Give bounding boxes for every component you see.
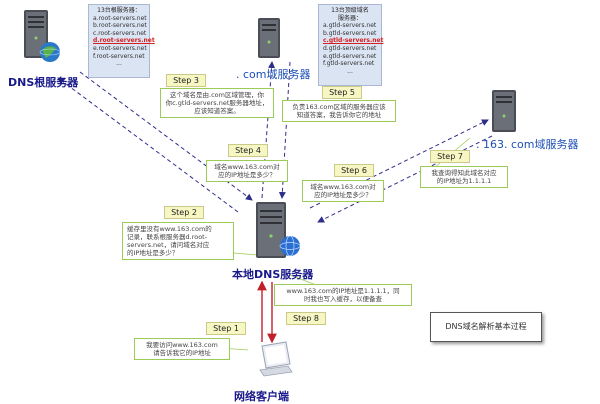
step-label: Step 6 — [334, 164, 374, 177]
com-list-title: 13台顶级域名 — [331, 7, 369, 14]
domain-server-label: . 163. com域服务器 — [476, 138, 579, 151]
arrow-step7 — [317, 135, 493, 223]
root-server-list: 13台根服务器： a.root-servers.net b.root-serve… — [88, 4, 155, 78]
root-list-item: f.root-servers.net — [93, 52, 145, 60]
note-line: 域名www.163.com对 — [310, 183, 376, 191]
step8-note: www.163.com的IP地址是1.1.1.1，同 时我也写入缓存，以便备查 — [274, 284, 412, 306]
com-list-title: 服务器： — [337, 14, 362, 22]
client-label: 网络客户端 — [234, 390, 289, 403]
note-line: 域名www.163.com对 — [214, 163, 280, 171]
note-line: servers.net，请问域名对应 — [127, 241, 210, 249]
step-label: Step 8 — [286, 312, 326, 325]
com-list-item: e.gtld-servers.net — [323, 52, 377, 60]
step3-note: 这个域名是由.com区域管理，你 你c.gtld-servers.net服务器地… — [160, 88, 274, 118]
step1-note: 我要访问www.163.com 请告诉我它的IP地址 — [134, 338, 230, 360]
root-list-item: c.root-servers.net — [93, 29, 147, 37]
note-line: 知道答案，我告诉你它的地址 — [296, 111, 382, 119]
note-line: 记录，联系根服务器d.root- — [127, 233, 208, 241]
com-list-item: b.gtld-servers.net — [323, 29, 377, 37]
step-label: Step 5 — [322, 86, 362, 99]
step7-note: 我查询得知此域名对应 的IP地址为1.1.1.1 — [420, 166, 508, 188]
note-line: 负责163.com区域的服务器应该 — [292, 103, 386, 111]
note-line: 我要访问www.163.com — [146, 341, 218, 349]
root-list-ellipsis: ... — [116, 60, 122, 68]
com-list-ellipsis: ... — [347, 67, 353, 75]
note-line: www.163.com的IP地址是1.1.1.1，同 — [286, 287, 400, 295]
client-computer-icon — [259, 341, 293, 377]
root-list-title: 13台根服务器： — [97, 7, 141, 14]
note-line: 的IP地址是多少？ — [127, 249, 179, 257]
arrow-step2 — [57, 77, 239, 213]
step2-note: 缓存里没有www.163.com的 记录，联系根服务器d.root- serve… — [122, 222, 234, 260]
step4-note: 域名www.163.com对 应的IP地址是多少？ — [206, 160, 288, 182]
root-list-item: e.root-servers.net — [93, 44, 147, 52]
note-line: 请告诉我它的IP地址 — [153, 349, 211, 357]
root-list-item: a.root-servers.net — [93, 14, 147, 22]
step5-note: 负责163.com区域的服务器应该 知道答案，我告诉你它的地址 — [282, 100, 396, 122]
diagram-title: DNS域名解析基本过程 — [430, 312, 542, 342]
com-list-item: a.gtld-servers.net — [323, 22, 377, 30]
arrow-step6 — [309, 119, 489, 209]
step6-note: 域名www.163.com对 应的IP地址是多少？ — [302, 180, 384, 202]
note-line: 缓存里没有www.163.com的 — [127, 225, 212, 233]
local-server-label: 本地DNS服务器 — [232, 268, 314, 281]
com-list-item: d.gtld-servers.net — [323, 44, 377, 52]
note-line: 应的IP地址是多少？ — [218, 171, 276, 179]
root-server-icon — [24, 10, 60, 62]
note-line: 你c.gtld-servers.net服务器地址， — [165, 99, 269, 107]
com-list-item-highlighted: c.gtld-servers.net — [323, 37, 384, 45]
note-line: 应该知道答案。 — [194, 107, 240, 115]
step-label: Step 3 — [166, 74, 206, 87]
com-list-item: f.gtld-servers.net — [323, 60, 375, 68]
com-server-icon — [258, 18, 280, 58]
step-label: Step 2 — [164, 206, 204, 219]
root-list-item: b.root-servers.net — [93, 22, 147, 30]
note-line: 我查询得知此域名对应 — [431, 169, 497, 177]
note-line: 这个域名是由.com区域管理，你 — [170, 91, 264, 99]
com-server-label: . com域服务器 — [236, 68, 311, 81]
local-server-icon — [256, 202, 301, 258]
step-label: Step 7 — [430, 150, 470, 163]
note-line: 的IP地址为1.1.1.1 — [436, 177, 492, 185]
note-line: 时我也写入缓存，以便备查 — [304, 295, 382, 303]
note-line: 应的IP地址是多少？ — [314, 191, 372, 199]
step-label: Step 1 — [206, 322, 246, 335]
domain-server-icon — [492, 90, 516, 132]
step-label: Step 4 — [228, 144, 268, 157]
root-list-item-highlighted: d.root-servers.net — [93, 37, 155, 45]
com-server-list: 13台顶级域名 服务器： a.gtld-servers.net b.gtld-s… — [318, 4, 384, 86]
root-server-label: DNS根服务器 — [8, 76, 79, 89]
